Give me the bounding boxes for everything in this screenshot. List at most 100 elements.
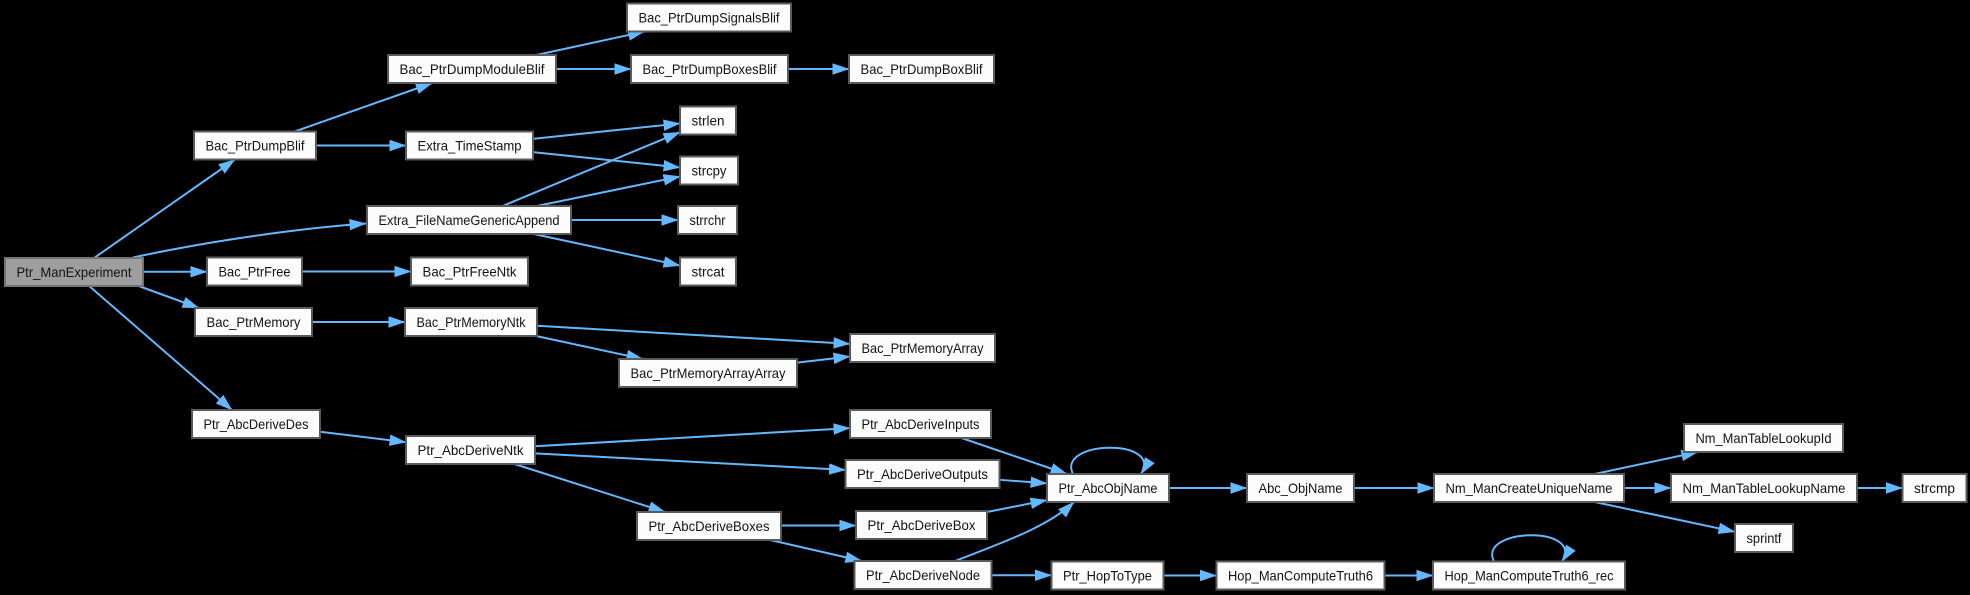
call-edge [294,82,433,133]
graph-node-box[interactable] [849,333,996,363]
graph-node-box[interactable] [405,435,536,465]
graph-node[interactable]: Bac_PtrFree [206,256,303,287]
call-edge [93,158,236,259]
graph-node[interactable]: Bac_PtrDumpBoxesBlif [630,54,789,84]
graph-node-box[interactable] [853,560,993,590]
graph-node-box[interactable] [206,256,303,287]
graph-node-box[interactable] [677,205,738,235]
call-edge [514,463,666,513]
graph-node-box[interactable] [618,358,798,388]
graph-node-box[interactable] [1734,523,1794,553]
call-edge [1594,501,1736,535]
graph-node[interactable]: Bac_PtrDumpBlif [193,130,317,161]
graph-node[interactable]: strcat [679,256,737,287]
call-edge [87,284,233,411]
graph-node[interactable]: Bac_PtrMemoryArray [849,333,996,363]
graph-node-box[interactable] [630,54,789,84]
call-edge [1594,449,1699,475]
graph-node-root[interactable]: Ptr_ManExperiment [4,257,144,287]
graph-node[interactable]: Abc_ObjName [1246,473,1355,503]
graph-node-box[interactable] [1432,560,1626,591]
graph-node-box[interactable] [410,256,529,287]
graph-node-box[interactable] [1046,473,1170,503]
edges-layer [87,29,1903,582]
graph-node-box[interactable] [679,256,737,287]
graph-node-box[interactable] [404,307,538,337]
graph-node-box[interactable] [1670,473,1858,503]
graph-node[interactable]: Ptr_AbcDeriveBox [855,510,988,540]
graph-node[interactable]: Bac_PtrMemoryArrayArray [618,358,798,388]
graph-node-box[interactable] [626,2,792,33]
graph-node[interactable]: Ptr_AbcDeriveInputs [849,409,992,439]
call-edge [769,539,863,563]
graph-node[interactable]: Ptr_AbcDeriveNode [853,560,993,590]
call-edge [534,452,846,475]
graph-node[interactable]: Hop_ManComputeTruth6_rec [1432,560,1626,591]
graph-node-box[interactable] [849,409,992,439]
call-edge [135,284,200,309]
call-edge [319,430,407,446]
graph-node[interactable]: Bac_PtrDumpSignalsBlif [626,2,792,33]
graph-node[interactable]: Nm_ManTableLookupId [1683,423,1844,453]
graph-node-box[interactable] [4,257,144,287]
graph-node-box[interactable] [1215,560,1386,591]
graph-node-box[interactable] [1246,473,1355,503]
graph-node-box[interactable] [191,409,321,439]
call-edge [502,131,681,207]
graph-node[interactable]: Ptr_HopToType [1050,560,1165,591]
call-edge [534,423,851,448]
call-edge [132,218,367,259]
graph-node[interactable]: Ptr_AbcDeriveDes [191,409,321,439]
graph-node-box[interactable] [193,130,317,161]
graph-node[interactable]: Bac_PtrMemory [194,307,313,337]
graph-node-box[interactable] [855,510,988,540]
call-edge [961,437,1068,475]
call-edge [532,151,681,172]
graph-node[interactable]: Ptr_AbcDeriveOutputs [844,459,1001,489]
graph-node[interactable]: Bac_PtrFreeNtk [410,256,529,287]
graph-node-box[interactable] [636,511,782,541]
graph-node[interactable]: Nm_ManTableLookupName [1670,473,1858,503]
graph-node-box[interactable] [679,105,737,136]
call-edge [999,476,1048,488]
graph-node[interactable]: strrchr [677,205,738,235]
graph-node-box[interactable] [366,205,572,235]
call-edge [1070,446,1155,475]
graph-node-box[interactable] [194,307,313,337]
graph-node[interactable]: strcmp [1901,473,1968,503]
graph-node-box[interactable] [1901,473,1968,503]
graph-node[interactable]: Extra_TimeStamp [405,130,534,161]
graph-node[interactable]: Bac_PtrDumpModuleBlif [387,54,557,84]
graph-node-box[interactable] [405,130,534,161]
graph-node[interactable]: sprintf [1734,523,1794,553]
graph-node-box[interactable] [848,54,995,84]
call-edge [536,324,851,349]
call-edge [954,501,1075,562]
graph-node-box[interactable] [1050,560,1165,591]
call-edge [536,174,681,207]
call-edge [796,352,851,365]
call-edge [535,335,644,362]
graph-node-box[interactable] [679,155,739,186]
graph-node[interactable]: Ptr_AbcObjName [1046,473,1170,503]
graph-node-box[interactable] [1683,423,1844,453]
graph-node[interactable]: Extra_FileNameGenericAppend [366,205,572,235]
graph-node[interactable]: Bac_PtrDumpBoxBlif [848,54,995,84]
graph-node-box[interactable] [1433,473,1625,503]
graph-node-box[interactable] [844,459,1001,489]
call-edge [533,233,681,268]
graph-node[interactable]: Hop_ManComputeTruth6 [1215,560,1386,591]
graph-node[interactable]: strcpy [679,155,739,186]
graph-node[interactable]: strlen [679,105,737,136]
call-edge [536,29,646,56]
call-edge [986,497,1048,513]
graph-node-box[interactable] [387,54,557,84]
graph-node[interactable]: Bac_PtrMemoryNtk [404,307,538,337]
call-edge [1491,534,1576,563]
graph-node[interactable]: Ptr_AbcDeriveBoxes [636,511,782,541]
graph-node[interactable]: Ptr_AbcDeriveNtk [405,435,536,465]
graph-node[interactable]: Nm_ManCreateUniqueName [1433,473,1625,503]
